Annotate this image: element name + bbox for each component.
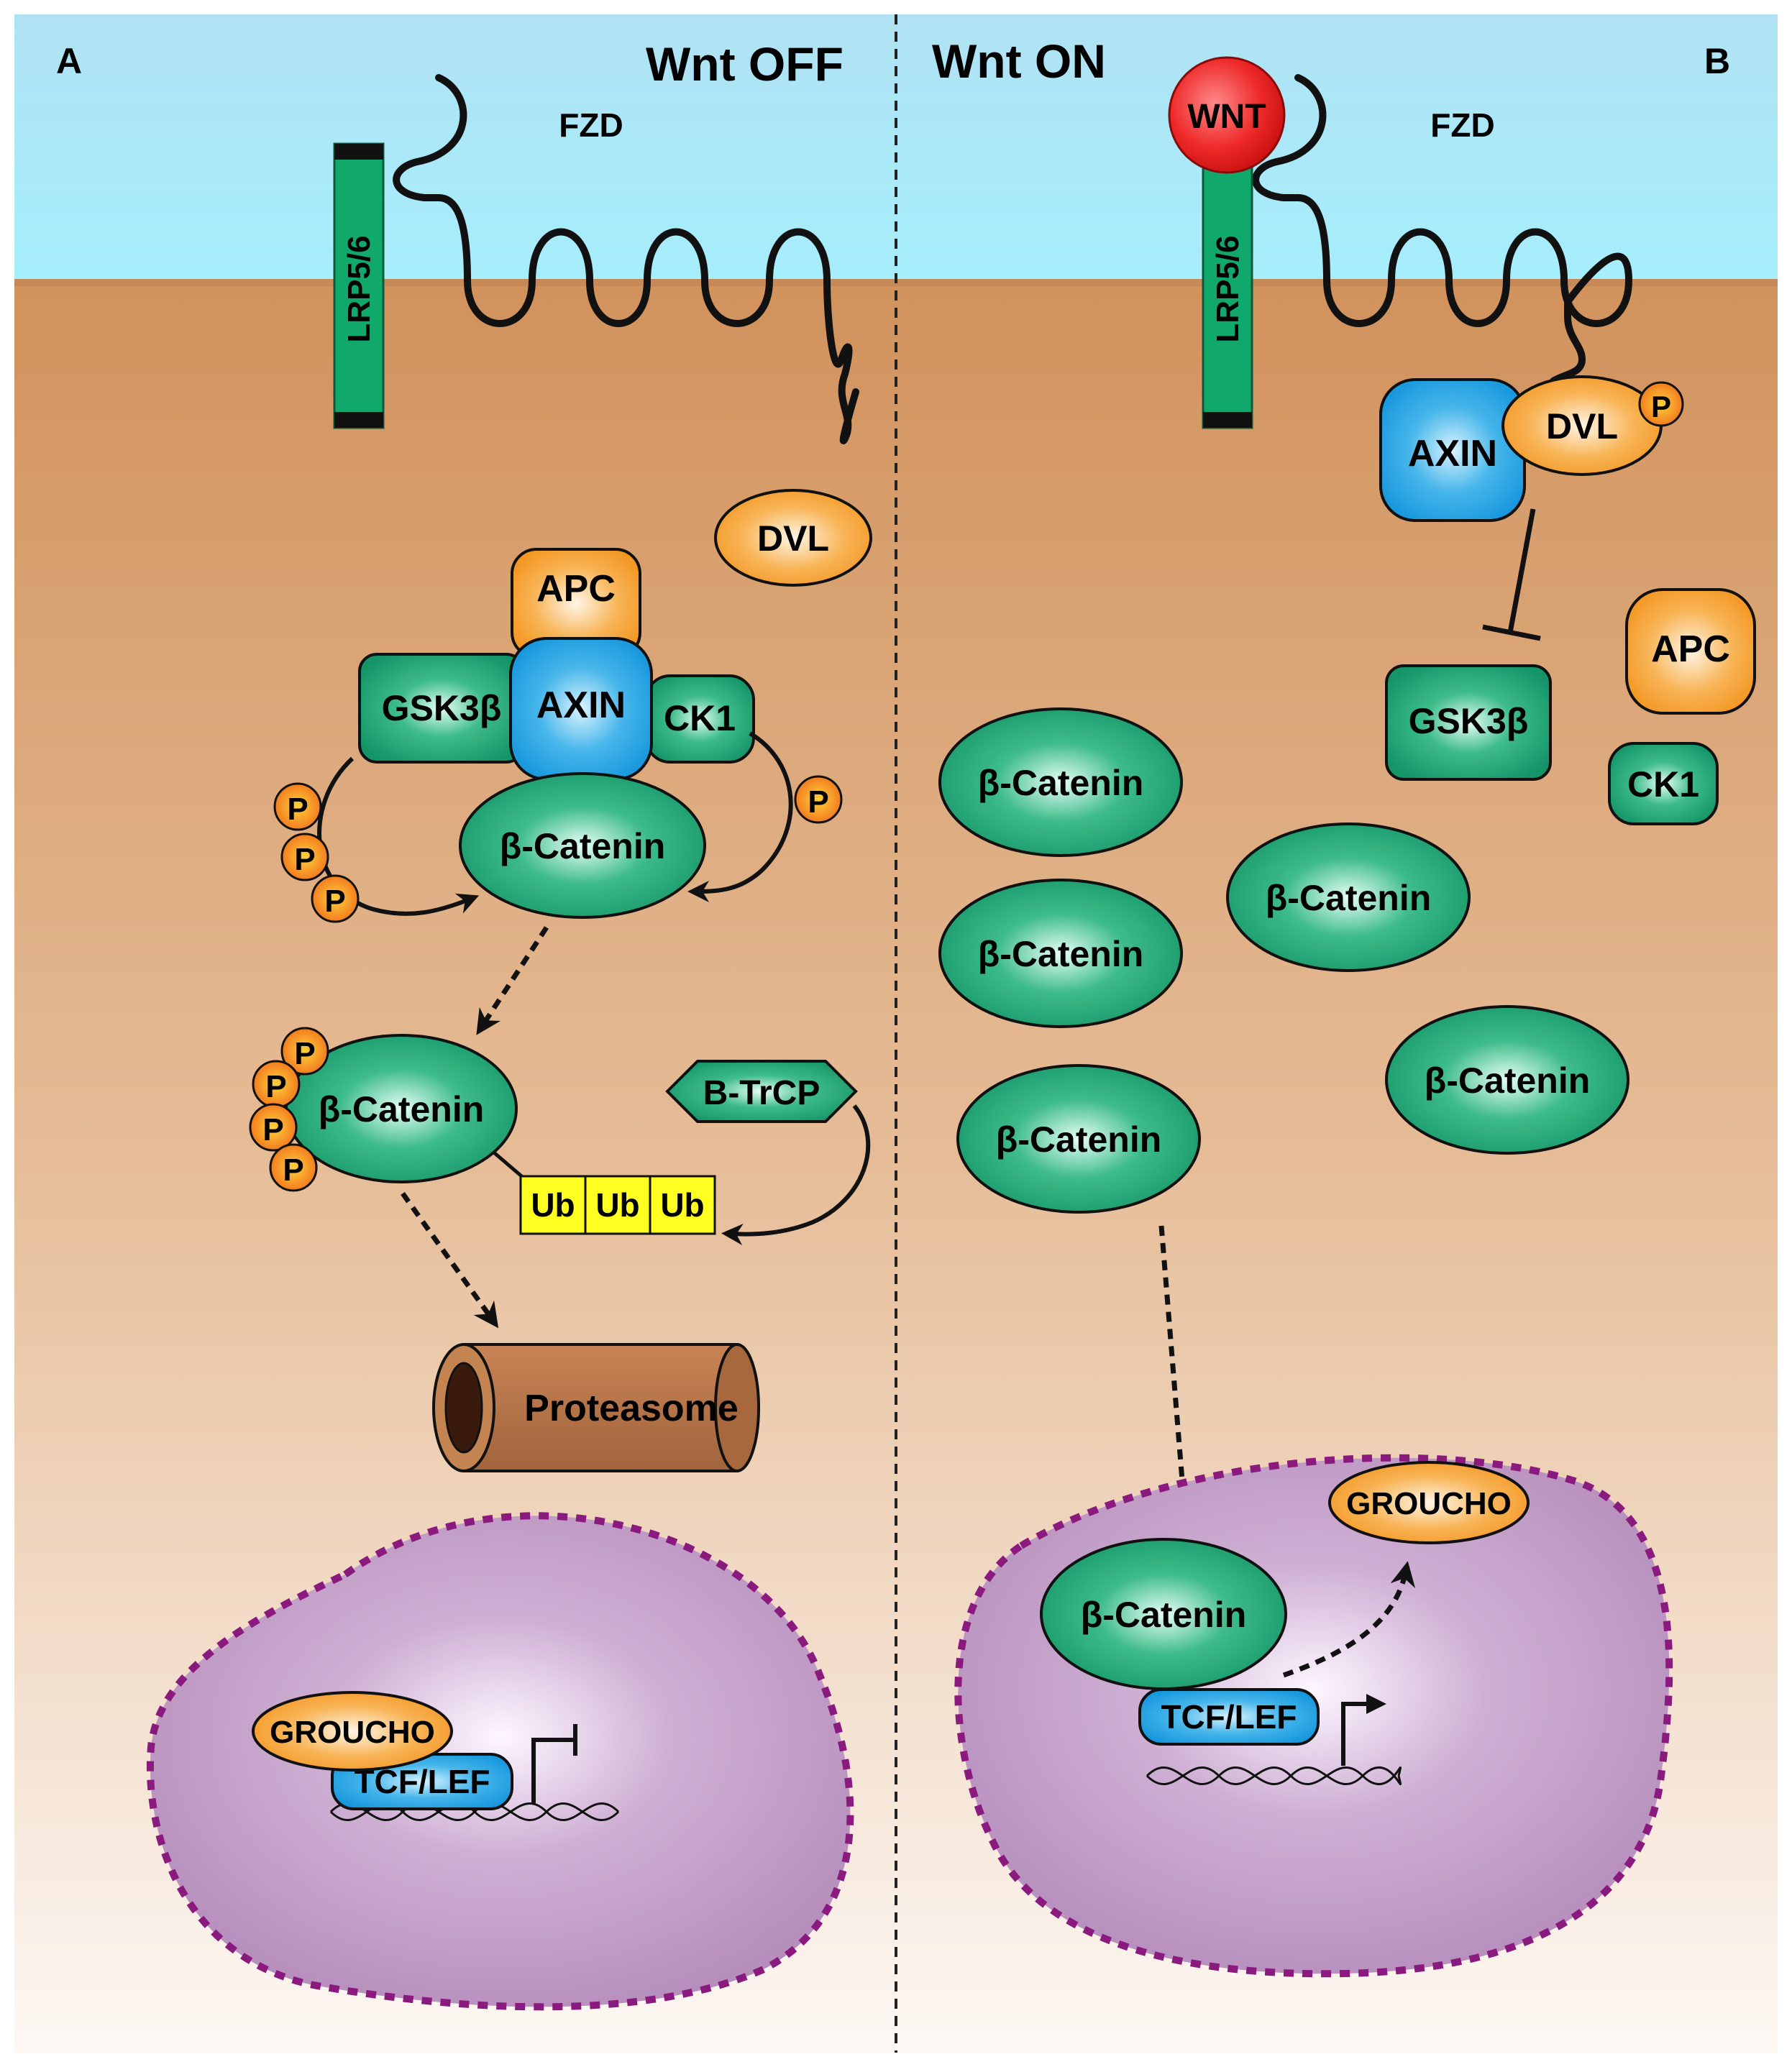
svg-text:P: P [1651, 390, 1671, 423]
svg-text:P: P [808, 784, 828, 820]
ubiquitin-chain: Ub Ub Ub [519, 1175, 716, 1235]
svg-text:P: P [265, 1069, 286, 1104]
dvl-right: DVL [1501, 375, 1663, 476]
panel-heading-wnt-off: Wnt OFF [646, 37, 844, 91]
axin-left: AXIN [509, 637, 653, 781]
repressed-promoter-icon [531, 1724, 577, 1803]
gsk3b-right: GSK3β [1385, 664, 1552, 781]
ubiquitin: Ub [595, 1186, 639, 1224]
svg-text:GROUCHO: GROUCHO [270, 1715, 435, 1750]
dvl-left: DVL [714, 489, 872, 587]
tcf-lef-right: TCF/LEF [1138, 1688, 1320, 1746]
phosphate-group: P [252, 1060, 301, 1109]
apc-right: APC [1625, 588, 1756, 715]
groucho-displacement-arrow [1282, 1561, 1416, 1678]
svg-text:β-Catenin: β-Catenin [996, 1119, 1162, 1160]
inhibition-bar-icon [1482, 508, 1541, 641]
phosphate-group: P [280, 1027, 329, 1076]
svg-text:GSK3β: GSK3β [1409, 701, 1529, 741]
ck1-right: CK1 [1608, 742, 1719, 825]
phosphate-group: P [1638, 381, 1684, 427]
btrcp: B-TrCP [665, 1060, 858, 1123]
ubiquitin: Ub [531, 1186, 575, 1224]
svg-text:CK1: CK1 [1627, 764, 1699, 805]
groucho-right: GROUCHO [1328, 1461, 1530, 1544]
axin-right: AXIN [1379, 378, 1526, 522]
panel-letter-a: A [56, 41, 82, 81]
phosphate-group: P [280, 833, 329, 881]
wnt-ligand: WNT [1168, 56, 1286, 174]
ck1-left: CK1 [644, 674, 755, 764]
beta-catenin-complex: β-Catenin [459, 772, 706, 919]
fzd-label-right: FZD [1430, 106, 1494, 144]
ubiquitination-arrow [721, 1104, 871, 1246]
phosphate-group: P [273, 782, 322, 831]
svg-text:P: P [294, 842, 315, 877]
svg-text:DVL: DVL [757, 518, 829, 559]
svg-text:P: P [287, 792, 308, 827]
panel-heading-wnt-on: Wnt ON [932, 35, 1106, 88]
svg-text:Proteasome: Proteasome [524, 1388, 739, 1429]
svg-text:WNT: WNT [1187, 98, 1266, 136]
svg-text:AXIN: AXIN [536, 684, 626, 726]
beta-catenin-free: β-Catenin [956, 1064, 1201, 1214]
ubiquitin: Ub [660, 1186, 704, 1224]
lrp-receptor-left: LRP5/6 [333, 142, 385, 429]
ck1-phospho-arrow [687, 731, 793, 902]
beta-catenin-free: β-Catenin [1226, 822, 1471, 972]
fzd-receptor-left [393, 74, 859, 444]
svg-text:β-Catenin: β-Catenin [500, 826, 666, 866]
svg-text:DVL: DVL [1546, 406, 1618, 446]
phosphate-group: P [311, 874, 360, 923]
groucho-left: GROUCHO [252, 1691, 453, 1772]
phospho-beta-catenin: β-Catenin [285, 1034, 518, 1183]
svg-text:P: P [324, 884, 345, 919]
proteasome: Proteasome [432, 1343, 760, 1472]
fzd-label-left: FZD [559, 106, 623, 144]
svg-text:P: P [262, 1112, 283, 1147]
svg-text:B-TrCP: B-TrCP [703, 1074, 820, 1112]
svg-text:P: P [283, 1152, 303, 1188]
nuclear-translocation-arrow [1158, 1225, 1197, 1526]
fzd-receptor-right [1252, 74, 1633, 385]
svg-text:GSK3β: GSK3β [382, 688, 502, 728]
beta-catenin-nuclear: β-Catenin [1040, 1538, 1287, 1690]
panel-letter-b: B [1704, 41, 1730, 81]
svg-text:β-Catenin: β-Catenin [1081, 1595, 1247, 1635]
svg-text:GROUCHO: GROUCHO [1346, 1486, 1512, 1521]
degradation-arrow-2 [401, 1191, 499, 1329]
phosphate-group: P [249, 1103, 298, 1152]
phosphate-group: P [269, 1143, 318, 1192]
active-promoter-arrow-icon [1341, 1694, 1386, 1766]
lrp-label-left: LRP5/6 [342, 235, 377, 342]
lrp-label-right: LRP5/6 [1210, 235, 1245, 342]
svg-text:CK1: CK1 [664, 698, 736, 738]
svg-text:P: P [294, 1036, 315, 1071]
beta-catenin-free: β-Catenin [1385, 1005, 1629, 1155]
beta-catenin-free: β-Catenin [938, 879, 1183, 1028]
svg-text:β-Catenin: β-Catenin [978, 934, 1144, 974]
svg-text:β-Catenin: β-Catenin [319, 1089, 485, 1129]
lrp-receptor-right: LRP5/6 [1202, 157, 1253, 429]
gsk3b-left: GSK3β [358, 653, 525, 764]
degradation-arrow-1 [476, 926, 549, 1035]
svg-text:APC: APC [536, 568, 616, 610]
svg-text:TCF/LEF: TCF/LEF [1161, 1698, 1297, 1736]
svg-text:β-Catenin: β-Catenin [978, 763, 1144, 803]
svg-text:AXIN: AXIN [1408, 433, 1497, 475]
svg-text:β-Catenin: β-Catenin [1266, 878, 1432, 918]
phosphate-group: P [794, 775, 843, 824]
svg-text:β-Catenin: β-Catenin [1425, 1060, 1591, 1101]
beta-catenin-free: β-Catenin [938, 707, 1183, 857]
dna-right [1146, 1766, 1402, 1786]
svg-text:APC: APC [1651, 628, 1730, 670]
